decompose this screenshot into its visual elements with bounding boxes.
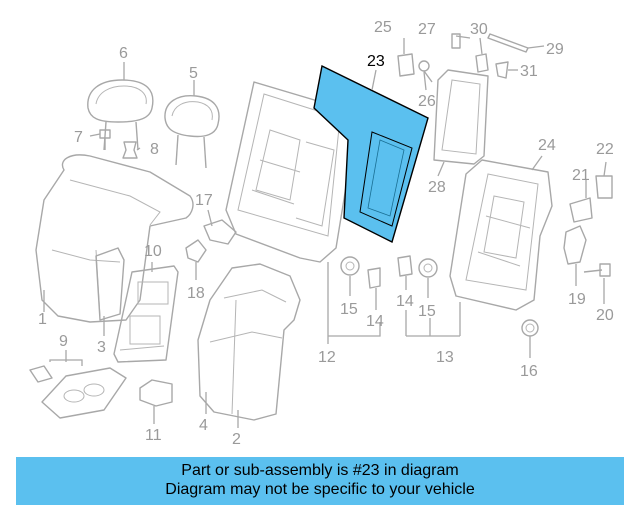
clip-8[interactable] [122, 141, 138, 159]
banner-line-1: Part or sub-assembly is #23 in diagram [181, 462, 459, 479]
highlighted-part-23[interactable] [313, 64, 429, 244]
seatback-cover-right[interactable] [197, 263, 301, 421]
label-30: 30 [470, 21, 488, 38]
label-14-left: 14 [366, 313, 384, 330]
bracket-18[interactable] [185, 239, 207, 263]
label-9: 9 [59, 333, 68, 350]
label-5: 5 [189, 65, 198, 82]
info-banner: Part or sub-assembly is #23 in diagram D… [16, 457, 624, 505]
label-23: 23 [367, 53, 385, 70]
latch-19[interactable] [563, 225, 587, 265]
cupholder-9[interactable] [29, 365, 127, 419]
label-22: 22 [596, 141, 614, 158]
banner-line-2: Diagram may not be specific to your vehi… [165, 481, 475, 498]
label-18: 18 [187, 285, 205, 302]
label-26: 26 [418, 93, 436, 110]
label-2: 2 [232, 431, 241, 448]
label-27: 27 [418, 21, 436, 38]
headrest-left[interactable] [87, 79, 154, 151]
bushing-15-left[interactable] [340, 256, 360, 276]
leader-lines [43, 35, 607, 428]
label-31: 31 [520, 63, 538, 80]
label-29: 29 [546, 41, 564, 58]
label-8: 8 [150, 141, 159, 158]
label-10: 10 [144, 243, 162, 260]
clip-27[interactable] [451, 33, 461, 49]
label-17: 17 [195, 192, 213, 209]
label-11: 11 [145, 427, 162, 444]
bolt-14-left[interactable] [367, 267, 381, 289]
bolt-20[interactable] [583, 263, 611, 277]
label-15-left: 15 [340, 301, 358, 318]
label-25: 25 [374, 19, 392, 36]
screw-26[interactable] [418, 60, 433, 83]
seatback-cover-left[interactable] [35, 154, 194, 323]
label-4: 4 [199, 417, 208, 434]
hook-21[interactable] [569, 197, 593, 223]
label-3: 3 [97, 339, 106, 356]
clip-30[interactable] [475, 53, 489, 73]
label-14-right: 14 [396, 293, 414, 310]
clip-25[interactable] [397, 53, 415, 77]
seatback-frame-right[interactable] [449, 159, 553, 311]
grommet-16[interactable] [521, 319, 539, 337]
armrest-10[interactable] [113, 265, 179, 363]
label-28: 28 [428, 179, 446, 196]
label-19: 19 [568, 291, 586, 308]
label-21: 21 [572, 167, 590, 184]
leader-23 [371, 69, 377, 91]
label-7: 7 [74, 129, 83, 146]
label-1: 1 [38, 311, 47, 328]
label-24: 24 [538, 137, 556, 154]
bolt-14-right[interactable] [397, 255, 413, 277]
label-15-right: 15 [418, 303, 436, 320]
label-20: 20 [596, 307, 614, 324]
cap-22[interactable] [595, 175, 613, 199]
parts-diagram: 6 5 7 8 1 3 9 10 11 4 2 17 18 12 15 14 1… [29, 19, 614, 448]
bracket-17[interactable] [203, 219, 237, 245]
headrest-right[interactable] [164, 95, 220, 169]
label-13: 13 [436, 349, 454, 366]
label-6: 6 [119, 45, 128, 62]
part-number-labels: 6 5 7 8 1 3 9 10 11 4 2 17 18 12 15 14 1… [38, 19, 614, 448]
rod-29[interactable] [487, 33, 529, 53]
clip-31[interactable] [495, 61, 509, 79]
label-16: 16 [520, 363, 538, 380]
panel-3[interactable] [95, 247, 125, 321]
label-12: 12 [318, 349, 336, 366]
handle-11[interactable] [139, 379, 173, 407]
bushing-15-right[interactable] [418, 258, 438, 278]
board-28[interactable] [433, 69, 489, 165]
